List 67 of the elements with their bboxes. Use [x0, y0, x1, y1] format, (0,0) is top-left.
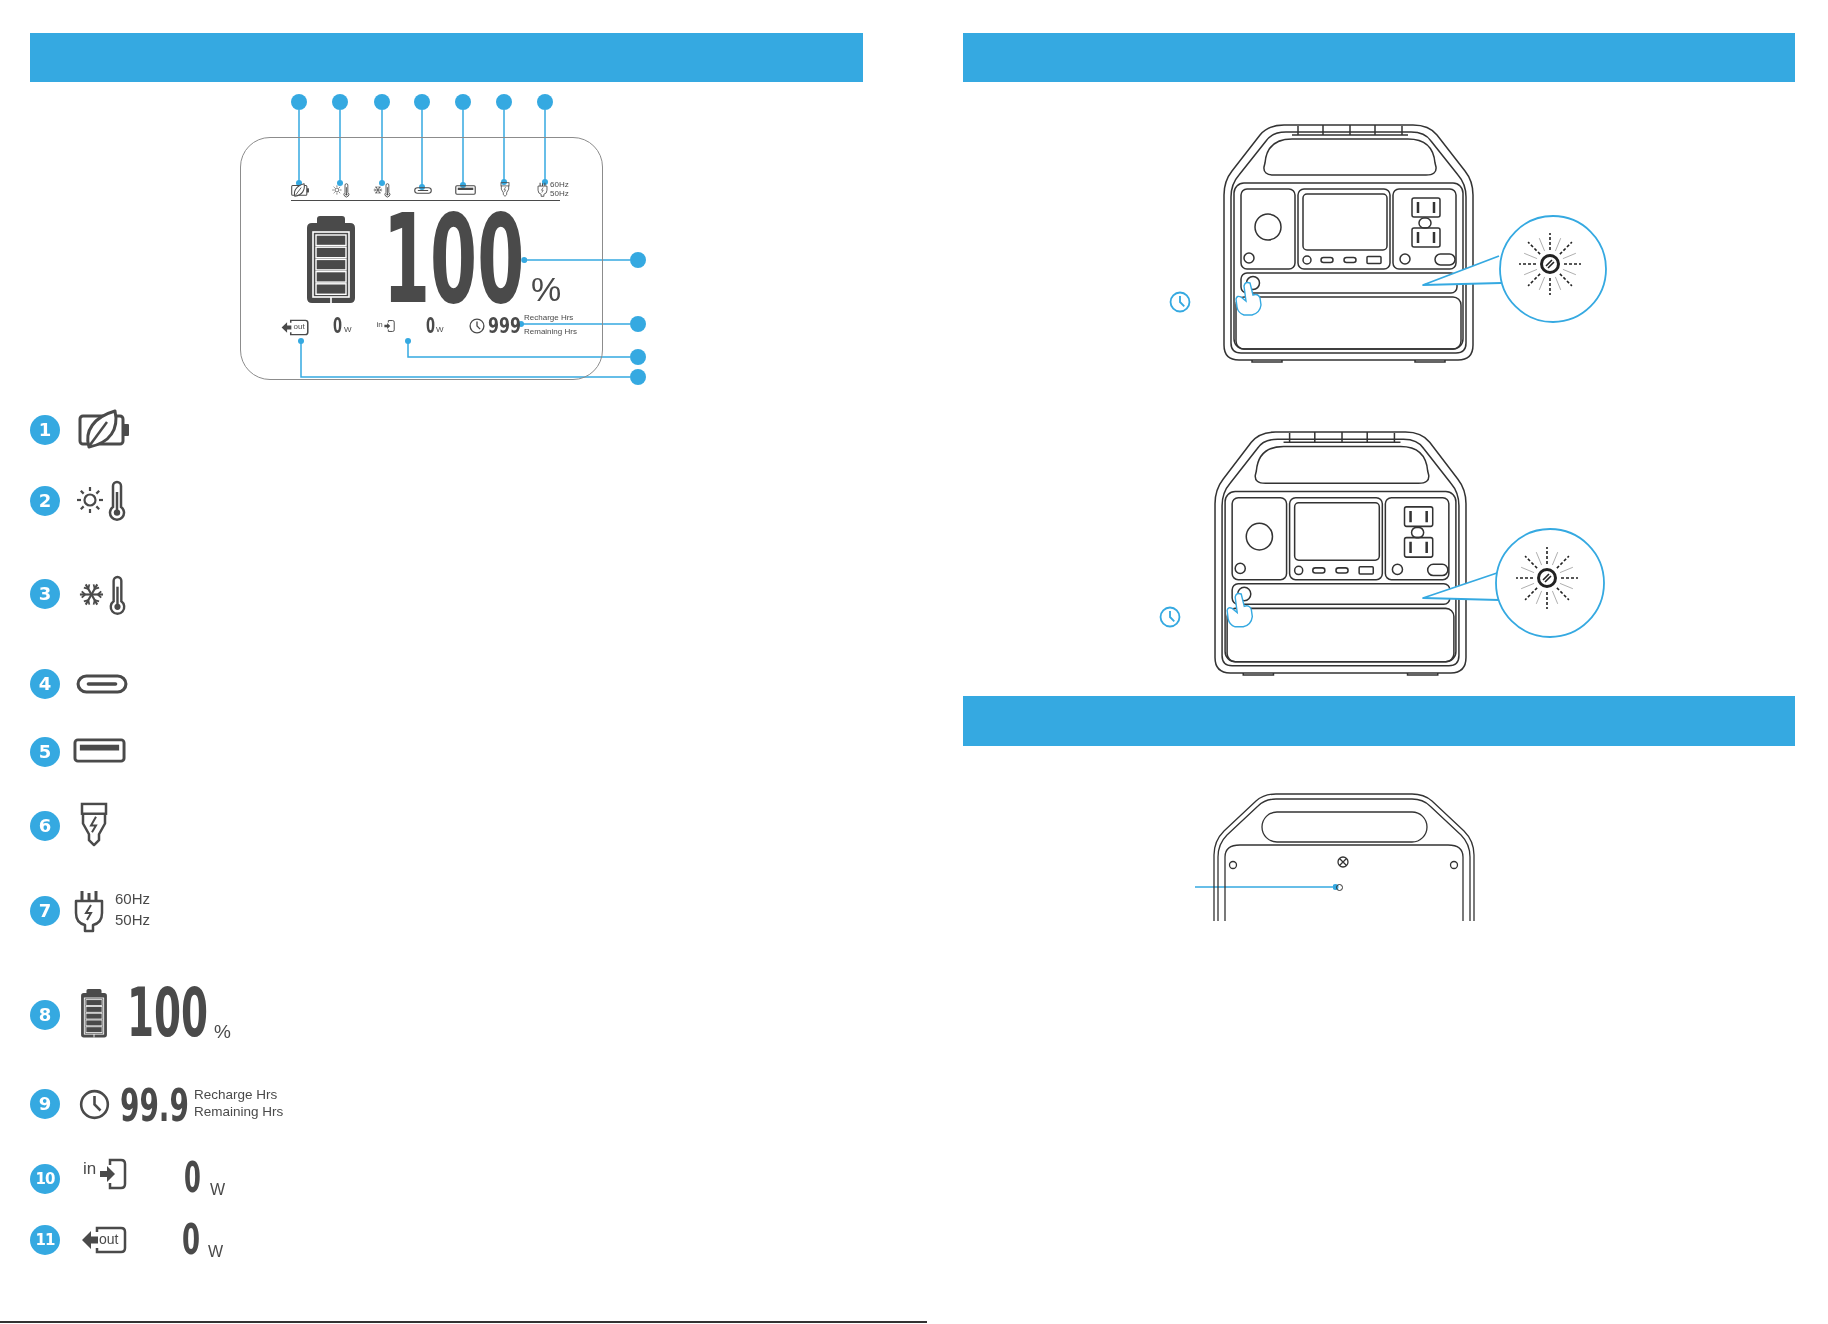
wattage-readout: 0 — [182, 1224, 201, 1256]
callout-dot — [537, 94, 553, 110]
callout-dot — [374, 94, 390, 110]
watt-unit: W — [436, 326, 444, 334]
frequency-label: 60Hz — [115, 891, 151, 906]
plug-icon — [537, 182, 548, 197]
callout-dot — [630, 349, 646, 365]
wattage-readout: 0 — [426, 319, 436, 335]
callout-number: 3 — [30, 579, 60, 609]
low-temperature-icon — [373, 183, 392, 197]
time-readout: 999 — [488, 319, 522, 335]
callout-dot — [496, 94, 512, 110]
car-charger-icon — [500, 182, 510, 197]
callout-number: 11 — [30, 1225, 60, 1255]
output-label: out — [293, 322, 305, 331]
leader-line — [501, 109, 507, 185]
leader-line — [518, 321, 631, 327]
callout-dot — [630, 369, 646, 385]
input-label: in — [376, 321, 383, 329]
frequency-label: 50Hz — [115, 912, 151, 927]
lcd-screen — [240, 137, 603, 380]
high-temperature-icon — [332, 183, 351, 197]
leader-line — [521, 257, 631, 263]
frequency-label: 60Hz — [550, 181, 569, 189]
callout-number: 10 — [30, 1164, 60, 1194]
callout-dot — [414, 94, 430, 110]
callout-number: 6 — [30, 811, 60, 841]
remaining-hours-label: Remaining Hrs — [194, 1105, 284, 1119]
leader-line — [296, 109, 302, 186]
watt-unit: W — [210, 1182, 226, 1198]
leader-line — [1194, 884, 1339, 890]
callout-number: 5 — [30, 737, 60, 767]
leader-line — [337, 109, 343, 186]
leader-line — [298, 338, 631, 378]
usb-port-icon — [455, 185, 476, 195]
callout-dot — [332, 94, 348, 110]
leader-line — [379, 109, 385, 186]
leader-line — [419, 109, 425, 190]
callout-number: 2 — [30, 486, 60, 516]
callout-dot — [291, 94, 307, 110]
usb-c-port-icon — [414, 187, 432, 194]
callout-number: 9 — [30, 1089, 60, 1119]
frequency-label: 50Hz — [550, 189, 569, 198]
watt-unit: W — [344, 326, 352, 334]
leaf-battery-icon — [291, 183, 310, 197]
percent-sign: % — [214, 1022, 231, 1041]
leader-line — [460, 109, 466, 188]
callout-number: 8 — [30, 1000, 60, 1030]
recharge-hours-label: Recharge Hrs — [194, 1088, 278, 1102]
wattage-readout: 0 — [184, 1162, 201, 1194]
callout-dot — [630, 316, 646, 332]
percent-sign: % — [531, 272, 562, 306]
time-readout: 99.9 — [120, 1089, 189, 1123]
callout-dot — [455, 94, 471, 110]
leader-line — [405, 338, 631, 358]
callout-dot — [630, 252, 646, 268]
remaining-hours-label: Remaining Hrs — [524, 328, 577, 336]
watt-unit: W — [208, 1244, 224, 1260]
callout-number: 7 — [30, 896, 60, 926]
wattage-readout: 0 — [333, 319, 343, 335]
callout-number: 4 — [30, 669, 60, 699]
input-label: in — [83, 1160, 97, 1177]
callout-number: 1 — [30, 415, 60, 445]
recharge-hours-label: Recharge Hrs — [524, 314, 574, 322]
leader-line — [542, 109, 548, 185]
percentage-readout: 100 — [127, 988, 209, 1039]
output-label: out — [99, 1232, 119, 1246]
